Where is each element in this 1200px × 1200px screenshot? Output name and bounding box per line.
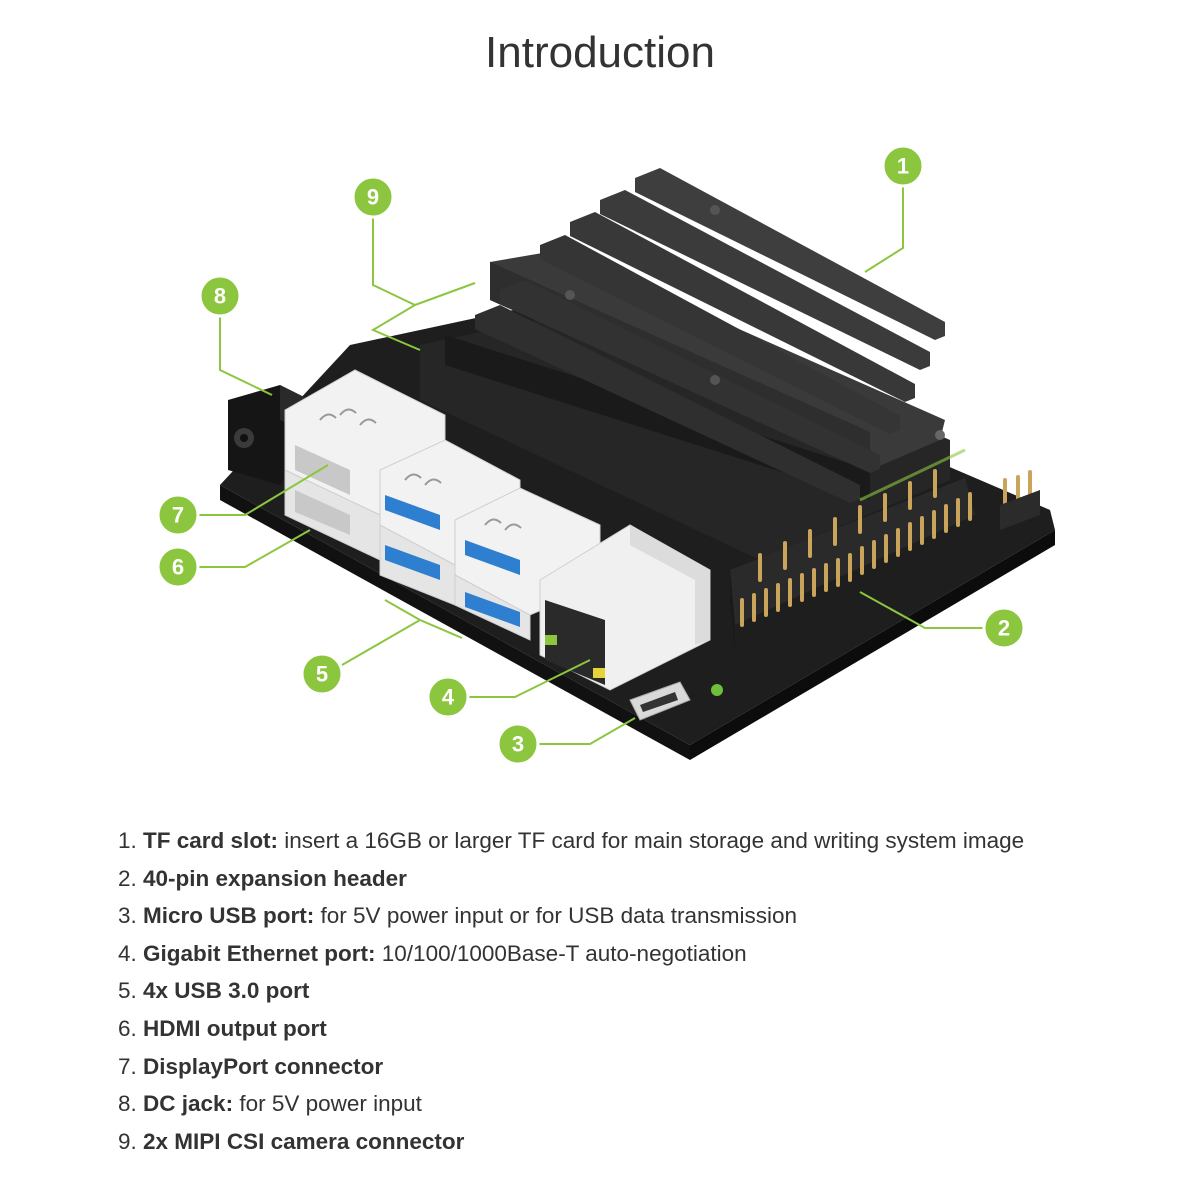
svg-text:3: 3 [512, 732, 524, 757]
feature-item: 1. TF card slot: insert a 16GB or larger… [118, 828, 1025, 853]
svg-text:1: 1 [897, 154, 909, 179]
feature-item: 5. 4x USB 3.0 port [118, 978, 310, 1004]
svg-text:9: 9 [367, 185, 379, 210]
callout-1: 1 [881, 144, 925, 188]
svg-text:7: 7 [172, 503, 184, 528]
leader-lines [198, 185, 985, 745]
feature-item: 2. 40-pin expansion header [118, 865, 407, 891]
feature-item: 7. DisplayPort connector [118, 1053, 384, 1079]
svg-text:2: 2 [998, 616, 1010, 641]
svg-text:8: 8 [214, 284, 226, 309]
feature-item: 4. Gigabit Ethernet port: 10/100/1000Bas… [118, 940, 747, 966]
feature-list: 1. TF card slot: insert a 16GB or larger… [118, 822, 1024, 1160]
micro-usb-port [629, 681, 691, 721]
callout-7: 7 [156, 493, 200, 537]
ethernet-port [539, 524, 711, 691]
callout-8: 8 [198, 274, 242, 318]
svg-text:4: 4 [442, 685, 455, 710]
callout-2: 2 [982, 606, 1026, 650]
svg-text:6: 6 [172, 555, 184, 580]
svg-text:5: 5 [316, 662, 328, 687]
page-title: Introduction [485, 28, 715, 77]
power-led [711, 684, 723, 696]
feature-item: 6. HDMI output port [118, 1015, 327, 1041]
callout-5: 5 [300, 652, 344, 696]
feature-item: 8. DC jack: for 5V power input [118, 1091, 422, 1117]
callout-3: 3 [496, 722, 540, 766]
heatsink [420, 168, 966, 560]
callout-9: 9 [351, 175, 395, 219]
feature-item: 3. Micro USB port: for 5V power input or… [118, 903, 797, 929]
feature-item: 9. 2x MIPI CSI camera connector [118, 1128, 465, 1154]
callout-6: 6 [156, 545, 200, 589]
board-diagram: 1 2 3 4 5 6 7 8 9 [156, 144, 1055, 766]
callout-4: 4 [426, 675, 470, 719]
gpio-header [730, 469, 1040, 655]
